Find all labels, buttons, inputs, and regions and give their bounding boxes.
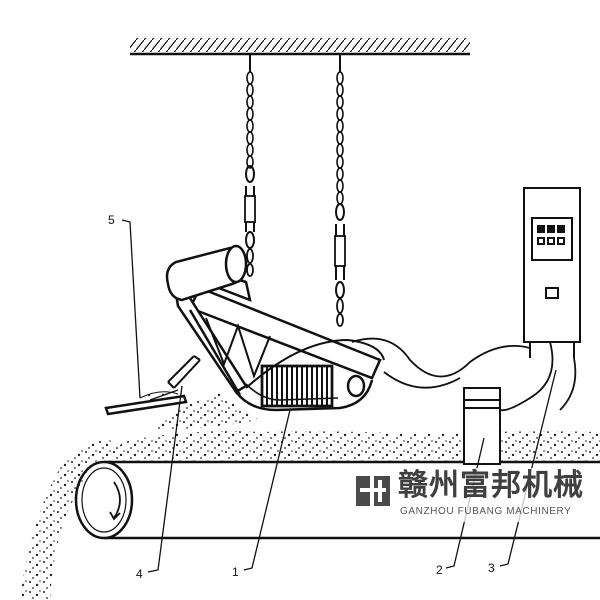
callout-label-2: 2 xyxy=(436,563,443,577)
callout-label-4: 4 xyxy=(136,567,143,581)
fubang-logo-icon xyxy=(356,476,390,506)
company-watermark: 赣州富邦机械 GANZHOU FUBANG MACHINERY xyxy=(350,468,596,522)
power-cables xyxy=(351,337,577,412)
magnetic-separator-body xyxy=(165,244,385,412)
suspension-chain-right xyxy=(334,54,346,327)
control-cabinet xyxy=(523,187,581,358)
callout-label-3: 3 xyxy=(488,561,495,575)
rotation-arrow-icon xyxy=(109,481,121,521)
watermark-chinese-name: 赣州富邦机械 xyxy=(398,468,584,503)
callout-label-5: 5 xyxy=(108,213,115,227)
rectifier-unit xyxy=(463,387,501,465)
ceiling xyxy=(130,38,470,56)
iron-collection-tray xyxy=(104,391,188,416)
watermark-english-name: GANZHOU FUBANG MACHINERY xyxy=(400,506,572,517)
callout-label-1: 1 xyxy=(232,565,239,579)
suspension-chain-left xyxy=(244,54,256,277)
